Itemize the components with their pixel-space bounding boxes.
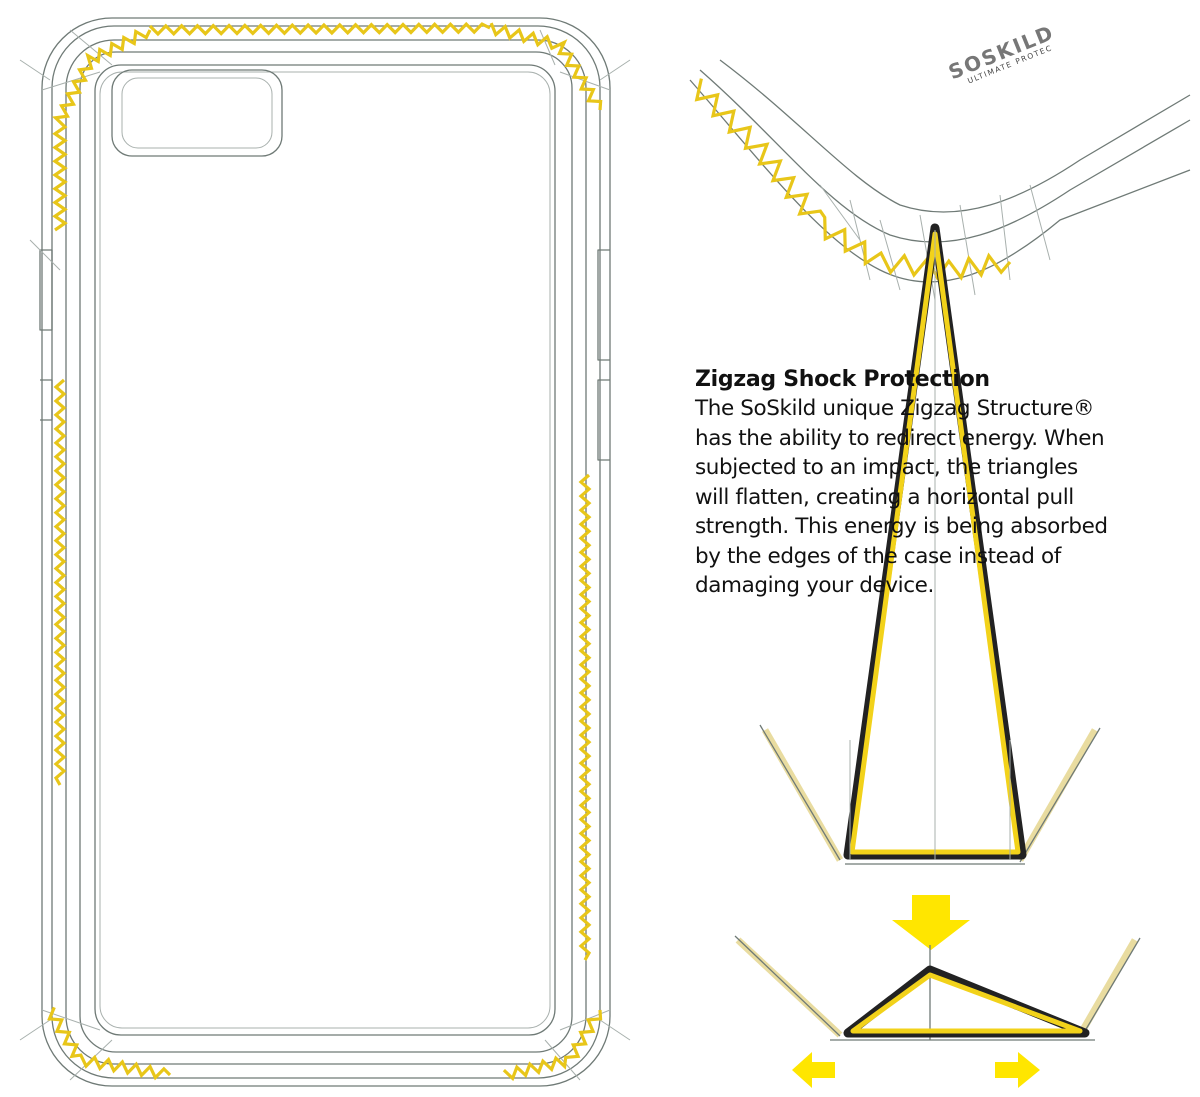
camera-cutout (111, 69, 283, 157)
zigzag-stroke (53, 378, 67, 786)
zigzag-stroke (148, 21, 491, 37)
feature-description: Zigzag Shock Protection The SoSkild uniq… (695, 366, 1200, 601)
zigzag-stroke (489, 22, 603, 111)
left-arrow-icon (792, 1052, 835, 1088)
phone-case-sketch (19, 17, 631, 1087)
corner-closeup-sketch (689, 59, 1191, 301)
zigzag-stroke (502, 1009, 603, 1082)
feature-body-text: The SoSkild unique Zigzag Structure® has… (695, 396, 1108, 598)
zigzag-stroke (52, 28, 152, 232)
zigzag-stroke (578, 473, 592, 961)
down-arrow-icon (892, 895, 970, 950)
feature-heading: Zigzag Shock Protection (695, 367, 990, 392)
triangle-flattened-diagram (734, 935, 1141, 1041)
zigzag-stroke (47, 1006, 172, 1081)
zigzag-stroke (694, 78, 1012, 281)
right-arrow-icon (995, 1052, 1040, 1088)
triangle-intact-diagram (759, 223, 1101, 865)
